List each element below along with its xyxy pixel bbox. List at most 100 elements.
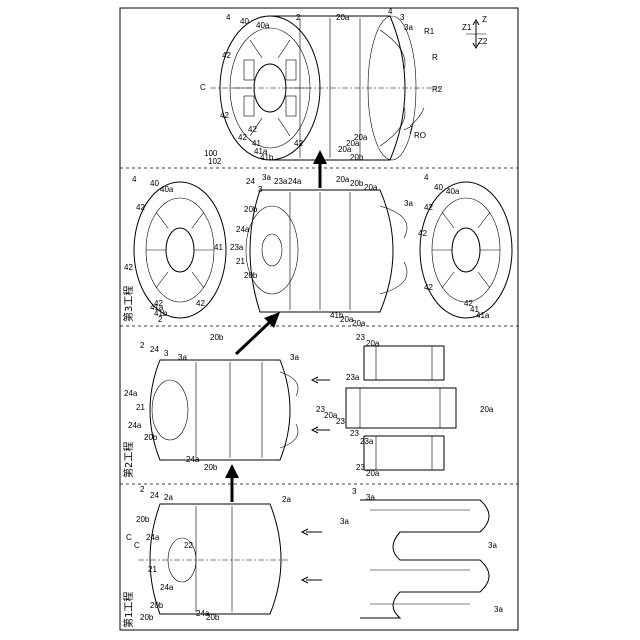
ref-102: 102 — [208, 157, 222, 166]
step3-ref-30: 42 — [424, 283, 433, 292]
axis-z2: Z2 — [478, 37, 488, 46]
step3-ref-20: 20b — [244, 271, 258, 280]
rotor-ref-3: 42 — [222, 51, 231, 60]
step2-ref-17: 23 — [336, 417, 345, 426]
step2-ref-7: 24a — [128, 421, 142, 430]
step3-ref-33: 41a — [476, 311, 490, 320]
rotor-ref-10: 42 — [238, 133, 247, 142]
step1-ref-6: C — [126, 533, 132, 542]
step2-coil-segments — [346, 346, 456, 470]
step3-center-rotor — [246, 190, 407, 312]
step3-ref-4: 42 — [124, 263, 133, 272]
step2-ref-3: 3a — [178, 353, 187, 362]
rotor-ref-6: 3 — [400, 13, 405, 22]
step2-ref-8: 21 — [136, 403, 145, 412]
step1-ref-12: 20b — [206, 613, 220, 622]
step3-ref-23: 20a — [364, 183, 378, 192]
step2-ref-18: 20a — [480, 405, 494, 414]
step2-ref-14: 23a — [346, 373, 360, 382]
step2-ref-12: 23 — [356, 333, 365, 342]
step1-ref-15: 3a — [366, 493, 375, 502]
step1-ref-1: 24 — [150, 491, 159, 500]
step3-ref-27: 40a — [446, 187, 460, 196]
rotor-ref-17: 20a — [354, 133, 368, 142]
axis-c-top: C — [200, 83, 206, 92]
step1-ref-18: 3a — [494, 605, 503, 614]
rotor-ref-2: 40a — [256, 21, 270, 30]
rotor-ref-0: 4 — [226, 13, 231, 22]
step3-ref-6: 42 — [196, 299, 205, 308]
step2-ref-9: 20b — [144, 433, 158, 442]
step3-left-disk — [134, 182, 226, 318]
step2-ref-21: 23 — [356, 463, 365, 472]
step3-ref-22: 20b — [350, 179, 364, 188]
step3-ref-21: 20a — [336, 175, 350, 184]
rotor-ref-12: 42 — [248, 125, 257, 134]
step3-ref-24: 3a — [404, 199, 413, 208]
step1-ref-2: 2a — [164, 493, 173, 502]
step2-inner-core — [150, 360, 298, 460]
step1-ref-10: 20b — [140, 613, 154, 622]
step3-ref-17: 24a — [236, 225, 250, 234]
step1-ref-4: 24a — [146, 533, 160, 542]
step3-ref-2: 40a — [160, 185, 174, 194]
step1-core: C — [134, 504, 290, 614]
rotor-ref-15: 41b — [260, 153, 274, 162]
step3-ref-11: 24 — [246, 177, 255, 186]
step1-ref-17: 3a — [488, 541, 497, 550]
step3-ref-28: 42 — [424, 203, 433, 212]
step1-ref-3: 20b — [136, 515, 150, 524]
step3-right-disk — [420, 182, 512, 318]
axis-r1: R1 — [424, 27, 435, 36]
step3-ref-19: 21 — [236, 257, 245, 266]
step2-ref-13: 20a — [366, 339, 380, 348]
step1-ref-13: 2a — [282, 495, 291, 504]
rotor-ref-5: 20a — [336, 13, 350, 22]
step2-ref-2: 3 — [164, 349, 169, 358]
step1-ref-7: 21 — [148, 565, 157, 574]
step3-ref-14: 23a — [274, 177, 288, 186]
step1-ref-14: 3 — [352, 487, 357, 496]
rotor-ref-9: 42 — [220, 111, 229, 120]
step2-ref-1: 24 — [150, 345, 159, 354]
step2-ref-11: 20b — [204, 463, 218, 472]
rotor-ref-1: 40 — [240, 17, 249, 26]
step3-ref-3: 42 — [136, 203, 145, 212]
step2-ref-20: 23a — [360, 437, 374, 446]
step2-ref-5: 20b — [210, 333, 224, 342]
step1-ref-16: 3a — [340, 517, 349, 526]
step1-ref-5: 22 — [184, 541, 193, 550]
step2-ref-19: 23 — [350, 429, 359, 438]
step3-ref-25: 4 — [424, 173, 429, 182]
step1-wave-coil — [360, 500, 489, 618]
step-label-first: 第1工程 — [122, 592, 135, 628]
step3-ref-18: 23a — [230, 243, 244, 252]
step3-ref-16: 20b — [244, 205, 258, 214]
step-label-third: 第3工程 — [122, 286, 135, 322]
axis-r2: R2 — [432, 85, 443, 94]
axis-z1: Z1 — [462, 23, 472, 32]
step1-ref-8: 24a — [160, 583, 174, 592]
step3-ref-15: 24a — [288, 177, 302, 186]
axis-z: Z — [482, 15, 487, 24]
step3-ref-0: 4 — [132, 175, 137, 184]
rotor-ref-8: 4 — [388, 7, 393, 16]
rotor-ref-7: 3a — [404, 23, 413, 32]
axis-ro: RO — [414, 131, 426, 140]
step3-ref-7: 41 — [214, 243, 223, 252]
step3-ref-13: 3a — [262, 173, 271, 182]
axis-c-bottom: C — [134, 541, 140, 550]
step1-ref-0: 2 — [140, 485, 145, 494]
step2-ref-6: 3a — [290, 353, 299, 362]
axis-r: R — [432, 53, 438, 62]
step2-ref-22: 20a — [366, 469, 380, 478]
rotor-ref-11: 42 — [294, 139, 303, 148]
step2-ref-0: 2 — [140, 341, 145, 350]
step-label-second: 第2工程 — [122, 442, 135, 478]
step3-ref-29: 42 — [418, 229, 427, 238]
step3-ref-10: 2 — [158, 315, 163, 324]
process-arrow-2 — [236, 320, 272, 354]
step3-ref-36: 20a — [352, 319, 366, 328]
step3-ref-26: 40 — [434, 183, 443, 192]
